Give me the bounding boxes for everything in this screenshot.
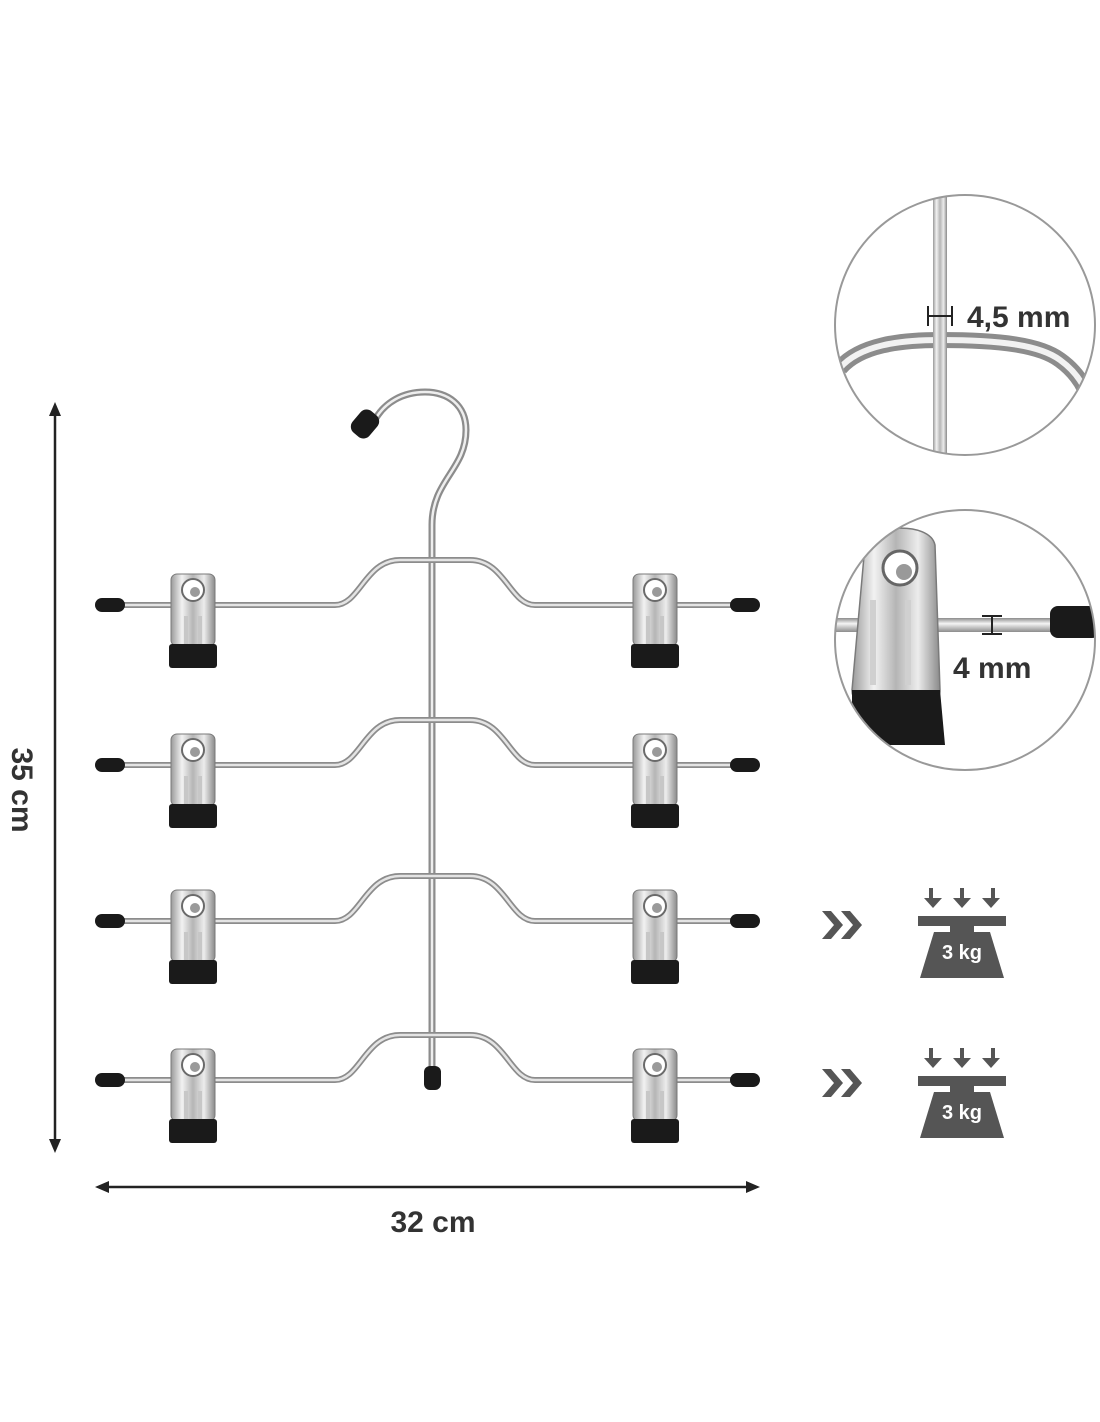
- thickness-marker: [927, 306, 953, 326]
- load-indicator-tier-4: [822, 1048, 1006, 1138]
- width-dimension-arrow: [95, 1181, 760, 1193]
- height-dimension-arrow: [49, 402, 61, 1153]
- clip-bar-thickness-label: 4 mm: [953, 652, 1031, 685]
- rod-end-cap: [424, 1066, 441, 1090]
- hanger-tier-2: [95, 720, 760, 828]
- weight-icon: [918, 1048, 1006, 1138]
- height-label: 35 cm: [5, 747, 38, 832]
- zoom-circle-rod: [834, 194, 1096, 456]
- double-chevron-icon: [822, 1069, 862, 1097]
- weight-icon: [918, 888, 1006, 978]
- width-label: 32 cm: [390, 1206, 475, 1239]
- hanger-tier-3: [95, 876, 760, 984]
- load-indicator-tier-3: [822, 888, 1006, 978]
- double-chevron-icon: [822, 911, 862, 939]
- rod-thickness-label: 4,5 mm: [967, 301, 1070, 334]
- zoom-circle-clip: [834, 509, 1096, 771]
- hook-tip-cap: [350, 409, 380, 439]
- hanger-tier-1: [95, 560, 760, 668]
- load-capacity-label: 3 kg: [942, 942, 982, 964]
- thickness-marker: [982, 615, 1002, 635]
- load-capacity-label: 3 kg: [942, 1102, 982, 1124]
- hanger: [95, 388, 760, 1143]
